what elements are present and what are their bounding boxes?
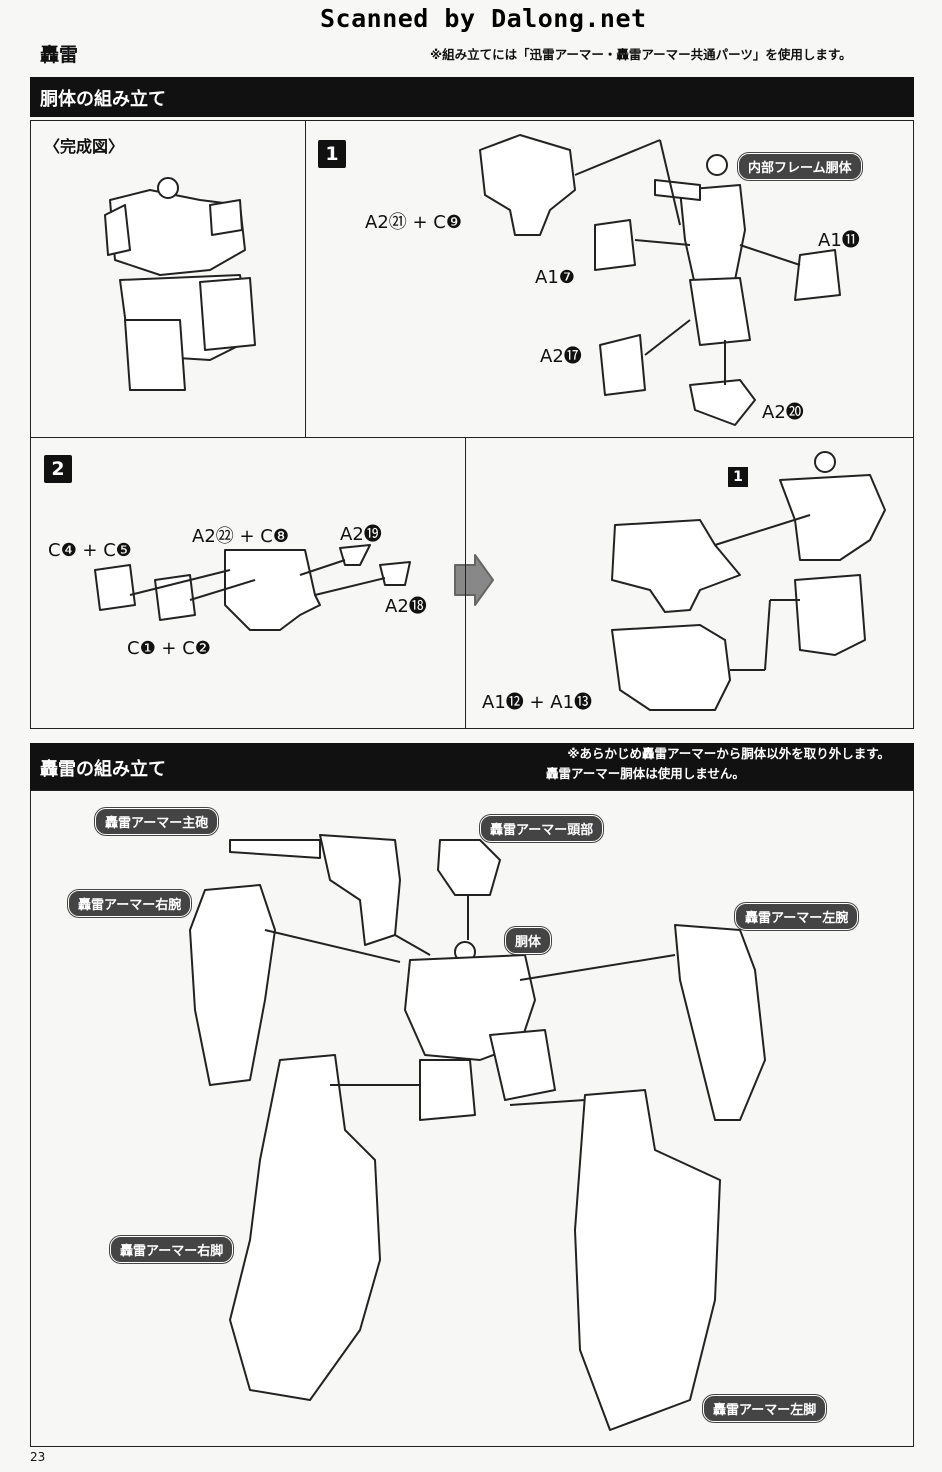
part-label: A1⓬ + A1⓭ (482, 692, 593, 713)
assembly-drawing (189, 834, 766, 1431)
left-leg-label: 轟雷アーマー左脚 (703, 1395, 827, 1422)
right-leg-label: 轟雷アーマー右脚 (110, 1236, 234, 1263)
part-label: A2㉒ + C❽ (192, 526, 289, 547)
completed-torso-drawing (104, 177, 256, 391)
part-label: A2⓴ (762, 402, 804, 423)
step2-panel (30, 437, 466, 729)
main-gun-label: 轟雷アーマー主砲 (95, 808, 219, 835)
part-label: A2㉑ + C❾ (365, 212, 462, 233)
body-label: 胴体 (505, 927, 552, 954)
step2-drawing (94, 451, 886, 711)
step1-number: 1 (318, 140, 346, 168)
page-title: 轟雷 (40, 44, 79, 66)
part-label: C❹ + C❺ (48, 540, 132, 561)
step2-number: 2 (44, 455, 72, 483)
part-label: A2⓲ (385, 596, 427, 617)
part-label: C❶ + C❷ (127, 638, 211, 659)
part-label: A2⓳ (340, 524, 382, 545)
assembly-panel (30, 790, 914, 1447)
left-arm-label: 轟雷アーマー左腕 (735, 903, 859, 930)
assembly-note: ※あらかじめ轟雷アーマーから胴体以外を取り外します。 轟雷アーマー胴体は使用しま… (510, 744, 890, 784)
part-label: A1⓫ (818, 230, 860, 251)
step1-reference: 1 (728, 467, 748, 487)
part-label: A1❼ (535, 267, 575, 288)
step2-result-panel (465, 437, 914, 729)
inner-frame-label: 内部フレーム胴体 (738, 153, 862, 180)
step1-drawing (479, 134, 841, 426)
right-arm-label: 轟雷アーマー右腕 (68, 890, 192, 917)
section-title: 轟雷の組み立て (40, 759, 166, 780)
page-number: 23 (30, 1450, 46, 1464)
section-header-assembly: 轟雷の組み立て (30, 743, 914, 791)
assembly-note-line2: 轟雷アーマー胴体は使用しません。 (546, 766, 745, 781)
completed-label: 〈完成図〉 (44, 137, 125, 156)
completed-view-panel (30, 120, 306, 438)
part-label: A2⓱ (540, 346, 582, 367)
assembly-note-line1: ※あらかじめ轟雷アーマーから胴体以外を取り外します。 (567, 746, 890, 761)
section-title: 胴体の組み立て (40, 89, 166, 110)
scan-credit: Scanned by Dalong.net (320, 4, 647, 33)
parts-note: ※組み立てには「迅雷アーマー・轟雷アーマー共通パーツ」を使用します。 (430, 47, 852, 62)
head-label: 轟雷アーマー頭部 (480, 815, 604, 842)
section-header-torso: 胴体の組み立て (30, 77, 914, 117)
